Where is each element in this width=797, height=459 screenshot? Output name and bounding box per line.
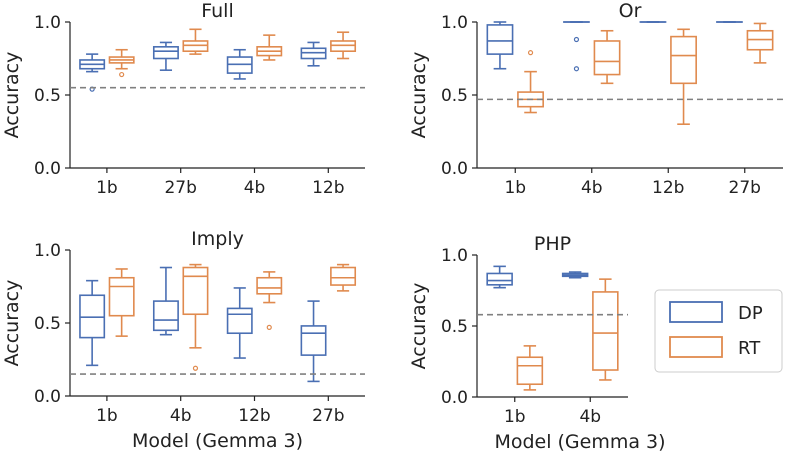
y-tick-label: 0.5 (441, 86, 468, 106)
box-dp-4b (563, 21, 590, 72)
x-tick-label: 4b (581, 178, 603, 198)
box-iqr (593, 40, 621, 76)
x-tick-label: 4b (579, 407, 601, 427)
box-rt-27b (746, 22, 774, 64)
box-rt-12b (670, 28, 697, 125)
box-dp-1b (486, 21, 514, 70)
box-rt-1b (108, 268, 135, 337)
box-iqr (152, 46, 179, 60)
box-iqr (226, 307, 253, 335)
chart-title: Full (201, 0, 234, 22)
x-tick-label: 4b (170, 406, 192, 426)
x-tick-label: 12b (652, 178, 684, 198)
x-tick-label: 27b (164, 178, 196, 198)
y-tick-label: 1.0 (441, 246, 468, 266)
y-tick-label: 0.5 (34, 314, 61, 334)
box-rt-27b (330, 263, 357, 292)
box-dp-4b (226, 48, 253, 80)
y-tick-label: 0.0 (34, 159, 61, 179)
box-dp-4b (152, 266, 179, 336)
outlier-point (573, 36, 580, 43)
y-tick-label: 1.0 (441, 13, 468, 33)
legend-label-dp: DP (738, 303, 763, 324)
box-dp-27b (152, 41, 179, 71)
outlier-point (119, 71, 125, 78)
legend-frame (654, 289, 783, 373)
y-tick-label: 0.5 (441, 317, 468, 337)
outlier-point (266, 324, 272, 330)
y-tick-label: 0.0 (441, 388, 468, 408)
y-axis-label: Accuracy (1, 52, 23, 139)
x-tick-label: 27b (729, 178, 761, 198)
chart-title: PHP (534, 233, 571, 255)
box-dp-12b (300, 41, 327, 67)
x-axis-label: Model (Gemma 3) (132, 430, 303, 452)
x-tick-label: 12b (238, 406, 270, 426)
box-iqr (108, 276, 135, 317)
x-tick-label: 12b (312, 178, 344, 198)
box-iqr (486, 272, 513, 286)
x-tick-label: 1b (96, 406, 118, 426)
x-tick-label: 1b (96, 178, 118, 198)
box-dp-1b (79, 279, 106, 367)
box-dp-1b (79, 53, 106, 92)
y-axis-label: Accuracy (408, 283, 430, 370)
outlier-point (573, 66, 580, 72)
x-tick-label: 4b (244, 178, 266, 198)
x-tick-label: 1b (504, 178, 526, 198)
box-dp-12b (226, 287, 253, 359)
y-axis-label: Accuracy (408, 52, 430, 139)
box-iqr (592, 291, 619, 371)
legend-label-rt: RT (738, 338, 761, 359)
box-rt-12b (256, 271, 283, 330)
box-iqr (182, 266, 209, 316)
box-rt-4b (182, 263, 209, 371)
y-axis-label: Accuracy (1, 280, 23, 367)
chart-title: Imply (191, 228, 244, 250)
box-rt-12b (330, 31, 357, 60)
x-axis-label: Model (Gemma 3) (494, 431, 665, 453)
outlier-point (527, 50, 534, 56)
box-rt-1b (108, 48, 135, 78)
box-rt-4b (592, 278, 619, 381)
legend: DP RT (654, 289, 783, 373)
y-tick-label: 1.0 (34, 13, 61, 33)
box-rt-4b (256, 34, 283, 61)
box-iqr (486, 24, 514, 55)
x-tick-label: 27b (312, 406, 344, 426)
y-tick-label: 1.0 (34, 241, 61, 261)
box-dp-4b (561, 271, 589, 279)
chart-title: Or (619, 0, 642, 22)
box-iqr (330, 266, 357, 286)
box-iqr (670, 35, 697, 85)
y-tick-label: 0.5 (34, 86, 61, 106)
outlier-point (192, 365, 199, 371)
box-rt-1b (517, 50, 544, 114)
legend-swatch-rt (669, 336, 723, 358)
y-tick-label: 0.0 (34, 387, 61, 407)
box-dp-27b (300, 300, 327, 383)
box-iqr (300, 325, 327, 356)
box-rt-27b (182, 28, 209, 55)
x-tick-label: 1b (504, 407, 526, 427)
legend-swatch-dp (669, 301, 723, 323)
box-iqr (256, 276, 283, 295)
box-dp-1b (486, 265, 513, 289)
y-tick-label: 0.0 (441, 159, 468, 179)
box-iqr (152, 300, 179, 332)
box-rt-4b (593, 29, 621, 85)
box-iqr (516, 356, 544, 386)
box-rt-1b (516, 345, 544, 391)
